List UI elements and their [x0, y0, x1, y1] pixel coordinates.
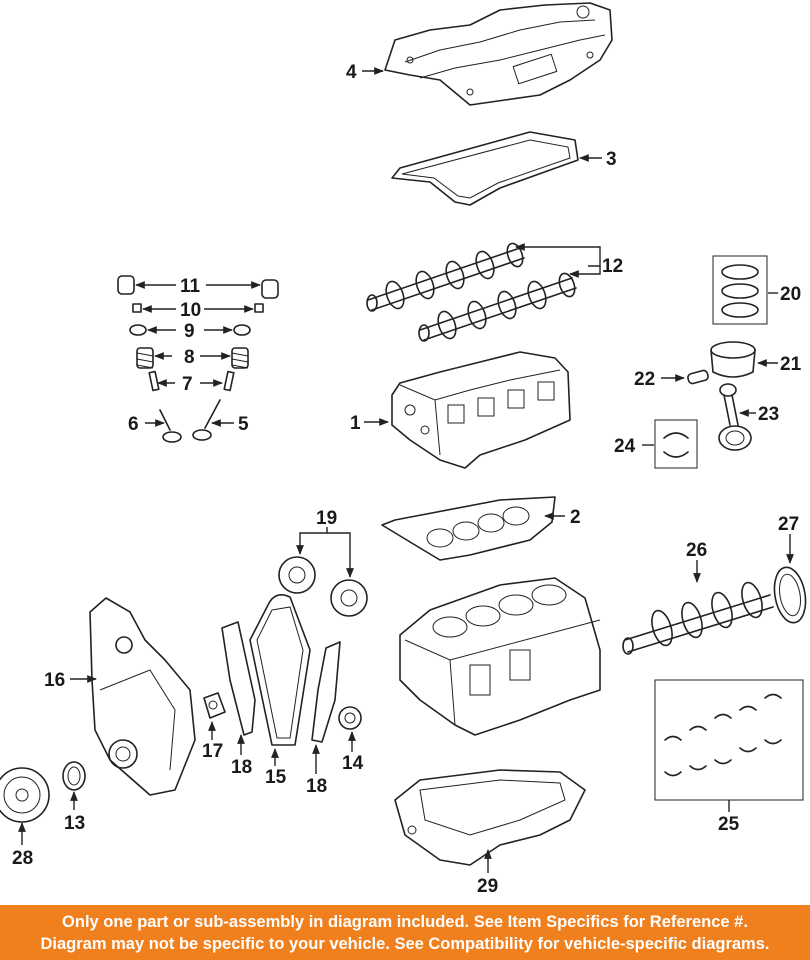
- label-15: 15: [265, 767, 287, 788]
- valve-keeper-part[interactable]: [132, 303, 264, 313]
- notice-line-1: Only one part or sub-assembly in diagram…: [62, 912, 748, 931]
- label-9: 9: [184, 321, 195, 342]
- valve-cover-gasket-part[interactable]: [391, 131, 579, 206]
- label-13: 13: [64, 813, 85, 834]
- piston-part[interactable]: [710, 341, 756, 378]
- front-seal-part[interactable]: [62, 761, 86, 791]
- main-bearings-part[interactable]: [654, 679, 804, 801]
- tensioner-part[interactable]: [203, 692, 226, 719]
- label-20: 20: [780, 284, 801, 305]
- label-28: 28: [12, 848, 33, 869]
- label-3: 3: [606, 149, 617, 170]
- label-26: 26: [686, 540, 707, 561]
- rear-main-seal-part[interactable]: [770, 565, 809, 625]
- label-7: 7: [182, 374, 193, 395]
- label-24: 24: [614, 436, 636, 457]
- leader-lines: [18, 67, 794, 873]
- oil-pan-part[interactable]: [394, 769, 586, 866]
- valve-retainer-part[interactable]: [129, 324, 251, 336]
- crankshaft-part[interactable]: [622, 580, 774, 655]
- timing-cover-part[interactable]: [89, 597, 196, 796]
- label-22: 22: [634, 369, 655, 390]
- crankshaft-sprocket-part[interactable]: [338, 706, 362, 730]
- label-8: 8: [184, 347, 195, 368]
- camshaft-part[interactable]: [366, 241, 578, 342]
- label-18-left: 18: [231, 757, 252, 778]
- label-2: 2: [570, 507, 581, 528]
- label-29: 29: [477, 876, 498, 897]
- label-21: 21: [780, 354, 802, 375]
- label-4: 4: [346, 62, 357, 83]
- head-gasket-part[interactable]: [381, 496, 556, 561]
- timing-chain-part[interactable]: [249, 594, 311, 746]
- notice-banner: Only one part or sub-assembly in diagram…: [0, 905, 810, 960]
- chain-guide-part[interactable]: [221, 621, 341, 743]
- piston-rings-part[interactable]: [712, 255, 768, 325]
- valve-cover-part[interactable]: [384, 2, 613, 106]
- valve-lifter-part[interactable]: [117, 275, 279, 299]
- label-27: 27: [778, 514, 799, 535]
- label-19: 19: [316, 508, 337, 529]
- label-5: 5: [238, 414, 249, 435]
- valve-guide-part[interactable]: [148, 370, 235, 392]
- connecting-rod-part[interactable]: [718, 383, 752, 451]
- label-23: 23: [758, 404, 779, 425]
- valve-part[interactable]: [159, 399, 221, 443]
- piston-pin-part[interactable]: [687, 369, 709, 385]
- label-1: 1: [350, 413, 361, 434]
- label-11: 11: [180, 276, 201, 297]
- label-6: 6: [128, 414, 139, 435]
- callout-labels: 4 3 12 11 10 9 8 7 6 5 1 20 21 22 23 24 …: [12, 62, 802, 897]
- label-16: 16: [44, 670, 65, 691]
- crankshaft-balancer-part[interactable]: [0, 767, 50, 823]
- cylinder-head-part[interactable]: [391, 351, 571, 469]
- label-18-right: 18: [306, 776, 327, 797]
- label-10: 10: [180, 300, 201, 321]
- label-25: 25: [718, 814, 740, 835]
- notice-line-2: Diagram may not be specific to your vehi…: [40, 934, 770, 953]
- valve-spring-part[interactable]: [136, 347, 249, 369]
- engine-exploded-diagram: 4 3 12 11 10 9 8 7 6 5 1 20 21 22 23 24 …: [0, 2, 809, 897]
- camshaft-actuator-part[interactable]: [278, 556, 368, 617]
- label-17: 17: [202, 741, 223, 762]
- label-12: 12: [602, 256, 623, 277]
- label-14: 14: [342, 753, 364, 774]
- engine-block-part[interactable]: [399, 577, 601, 736]
- rod-bearing-part[interactable]: [654, 419, 698, 469]
